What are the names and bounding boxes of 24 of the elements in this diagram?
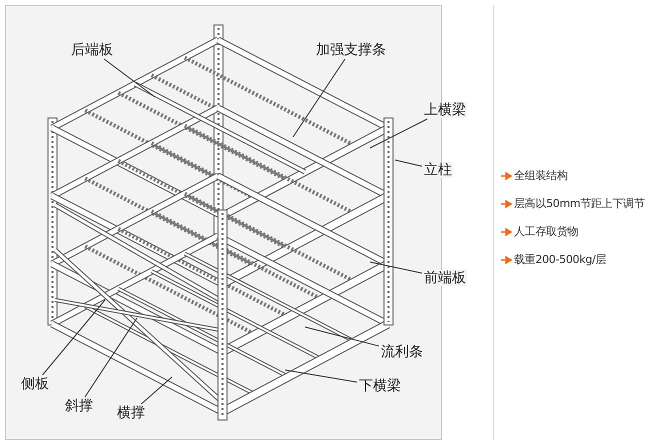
leader-line: [42, 300, 106, 376]
callout-label: 斜撑: [64, 398, 94, 414]
feature-text: 载重200-500kg/层: [514, 253, 606, 267]
callout-label: 流利条: [380, 344, 424, 360]
leader-line: [370, 118, 428, 148]
leader-line: [394, 160, 422, 167]
callout-label: 横撑: [116, 405, 146, 421]
callout-label: 下横梁: [358, 378, 402, 394]
feature-text: 全组装结构: [514, 169, 568, 183]
leader-line: [84, 318, 138, 398]
leader-line: [304, 326, 380, 347]
feature-text: 人工存取货物: [514, 225, 578, 239]
leader-line: [284, 370, 358, 383]
callout-label: 上横梁: [423, 102, 467, 118]
callout-label: 前端板: [423, 270, 467, 286]
callout-label: 加强支撑条: [315, 42, 387, 58]
leader-line: [140, 376, 172, 404]
leader-line: [370, 262, 422, 274]
callout-label: 后端板: [70, 42, 114, 58]
callout-label: 侧板: [20, 376, 50, 392]
leader-line: [104, 58, 156, 98]
callout-label: 立柱: [423, 162, 453, 178]
feature-text: 层高以50mm节距上下调节: [514, 197, 645, 211]
leader-line: [292, 58, 346, 138]
